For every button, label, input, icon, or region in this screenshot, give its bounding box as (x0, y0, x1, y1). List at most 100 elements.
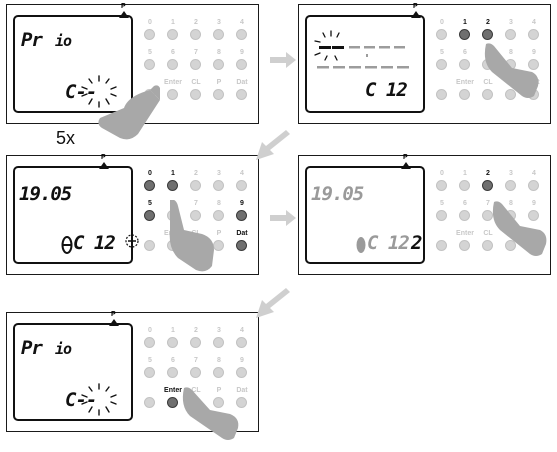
keypad-key-7[interactable] (482, 210, 493, 221)
keypad-key-8[interactable] (213, 59, 224, 70)
keypad-key-4[interactable] (528, 180, 539, 191)
key-label: CL (483, 79, 493, 86)
keypad-key-enter[interactable] (459, 240, 470, 251)
keypad-key-enter[interactable] (167, 89, 178, 100)
program-indicator-arrow-icon (99, 162, 109, 169)
keypad-key-8[interactable] (213, 367, 224, 378)
keypad-key-dat[interactable] (236, 397, 247, 408)
keypad-key-p[interactable] (213, 397, 224, 408)
keypad-key-5[interactable] (436, 59, 447, 70)
keypad-key-0[interactable] (436, 180, 447, 191)
keypad-key-4[interactable] (236, 337, 247, 348)
keypad-key-1[interactable] (167, 180, 178, 191)
key-label: 2 (194, 170, 198, 177)
keypad-key-program[interactable] (144, 397, 155, 408)
key-label: 3 (217, 170, 221, 177)
keypad-key-dat[interactable] (236, 240, 247, 251)
keypad-key-2[interactable] (190, 29, 201, 40)
keypad-key-program[interactable] (436, 89, 447, 100)
keypad-key-5[interactable] (144, 367, 155, 378)
keypad-key-9[interactable] (528, 59, 539, 70)
keypad-key-3[interactable] (213, 29, 224, 40)
keypad-key-p[interactable] (505, 240, 516, 251)
keypad-key-9[interactable] (528, 210, 539, 221)
segment-dashes (314, 30, 409, 69)
keypad-key-dat[interactable] (236, 89, 247, 100)
keypad-key-4[interactable] (236, 180, 247, 191)
key-label: Enter (456, 230, 474, 237)
keypad-key-4[interactable] (528, 29, 539, 40)
key-label: 4 (532, 19, 536, 26)
key-label: 2 (194, 327, 198, 334)
key-label: 0 (440, 170, 444, 177)
key-label: 9 (240, 49, 244, 56)
keypad-key-6[interactable] (167, 367, 178, 378)
key-label: 2 (194, 19, 198, 26)
keypad-key-5[interactable] (436, 210, 447, 221)
keypad-key-5[interactable] (144, 59, 155, 70)
keypad-key-8[interactable] (213, 210, 224, 221)
keypad-key-2[interactable] (190, 180, 201, 191)
lcd-display: 19.05 C 12 2 (305, 166, 425, 264)
keypad-key-enter[interactable] (459, 89, 470, 100)
keypad-key-1[interactable] (459, 29, 470, 40)
pointing-hand-icon (492, 201, 547, 256)
keypad-key-program[interactable] (436, 240, 447, 251)
keypad-key-program[interactable] (144, 240, 155, 251)
keypad-key-3[interactable] (213, 180, 224, 191)
key-label: 8 (217, 49, 221, 56)
keypad-key-7[interactable] (190, 210, 201, 221)
keypad-key-9[interactable] (236, 367, 247, 378)
key-label: CL (483, 230, 493, 237)
thermostat-icon (356, 237, 366, 253)
keypad-key-9[interactable] (236, 210, 247, 221)
pointing-hand-icon (98, 85, 160, 140)
keypad-key-6[interactable] (459, 210, 470, 221)
keypad-key-9[interactable] (236, 59, 247, 70)
keypad-key-6[interactable] (167, 59, 178, 70)
lcd-time-text: 19.05 (311, 183, 364, 205)
key-label: Dat (236, 230, 248, 237)
keypad-key-6[interactable] (459, 59, 470, 70)
program-indicator-label: P (121, 3, 126, 10)
keypad-key-3[interactable] (505, 29, 516, 40)
keypad-key-0[interactable] (144, 337, 155, 348)
keypad-key-2[interactable] (482, 29, 493, 40)
keypad-key-1[interactable] (167, 29, 178, 40)
lcd-display: Pr io C-- (13, 323, 133, 421)
keypad-key-p[interactable] (213, 89, 224, 100)
keypad-key-p[interactable] (505, 89, 516, 100)
keypad-key-0[interactable] (436, 29, 447, 40)
key-label: 4 (532, 170, 536, 177)
key-label: 5 (440, 49, 444, 56)
keypad-key-7[interactable] (190, 367, 201, 378)
key-label: 0 (148, 170, 152, 177)
keypad-key-5[interactable] (144, 210, 155, 221)
keypad-key-7[interactable] (190, 59, 201, 70)
arrow-right-icon (270, 52, 296, 68)
key-label: 1 (171, 170, 175, 177)
keypad-key-4[interactable] (236, 29, 247, 40)
keypad-key-2[interactable] (190, 337, 201, 348)
keypad-key-1[interactable] (459, 180, 470, 191)
keypad-key-3[interactable] (505, 180, 516, 191)
keypad-key-3[interactable] (213, 337, 224, 348)
key-label: 9 (532, 200, 536, 207)
key-label: 7 (194, 200, 198, 207)
keypad-key-cl[interactable] (482, 89, 493, 100)
keypad-key-0[interactable] (144, 180, 155, 191)
keypad-key-enter[interactable] (167, 397, 178, 408)
keypad-key-cl[interactable] (190, 89, 201, 100)
key-label: 6 (463, 49, 467, 56)
lcd-mode-text: Pr (21, 337, 43, 359)
keypad-key-cl[interactable] (482, 240, 493, 251)
keypad-key-1[interactable] (167, 337, 178, 348)
keypad-key-2[interactable] (482, 180, 493, 191)
key-label: 6 (171, 49, 175, 56)
lcd-display: 19.05 C 12 (13, 166, 133, 264)
keypad-key-0[interactable] (144, 29, 155, 40)
